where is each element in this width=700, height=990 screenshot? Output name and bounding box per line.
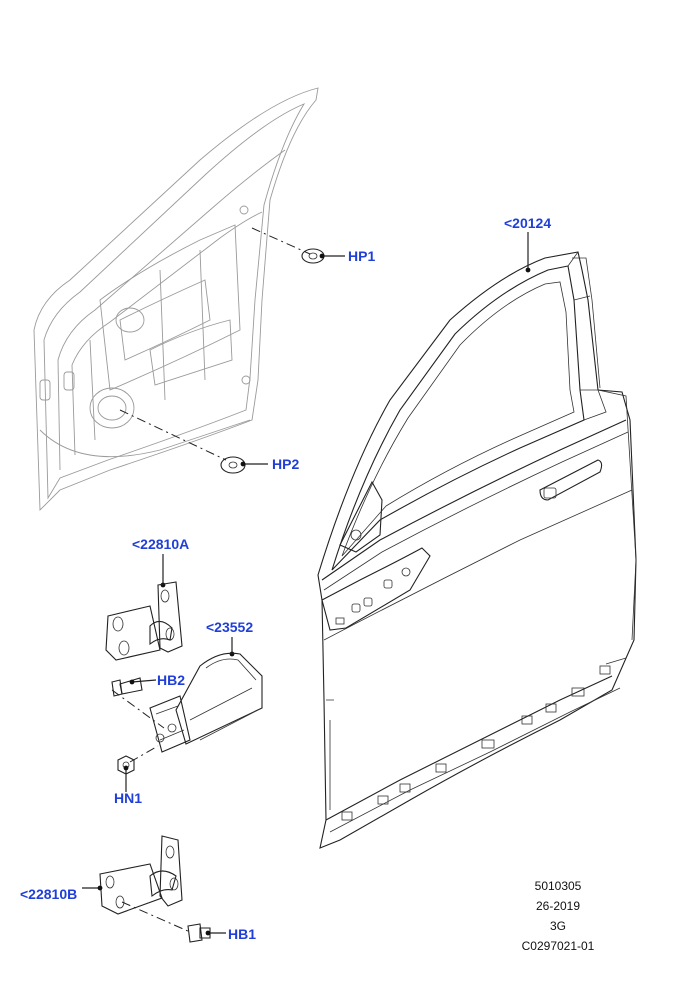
callout-hinge-lower[interactable]: <22810B — [20, 886, 77, 902]
info-line-4: C0297021-01 — [521, 939, 595, 953]
check-strap[interactable] — [149, 637, 263, 753]
callout-hp1[interactable]: HP1 — [348, 248, 375, 264]
callout-hb1[interactable]: HB1 — [228, 926, 256, 942]
hinge-lower[interactable] — [82, 835, 183, 915]
callout-door[interactable]: <20124 — [504, 215, 551, 231]
callout-hb2[interactable]: HB2 — [157, 672, 185, 688]
plug-hp2[interactable] — [119, 409, 268, 474]
leader-door — [525, 232, 531, 273]
callout-hinge-upper[interactable]: <22810A — [132, 536, 189, 552]
door-inner-frame — [33, 87, 319, 512]
door-shell — [317, 251, 637, 849]
callout-hp2[interactable]: HP2 — [272, 456, 299, 472]
bolt-hb2[interactable] — [111, 677, 165, 729]
callout-hn1[interactable]: HN1 — [114, 790, 142, 806]
nut-hn1[interactable] — [117, 745, 159, 792]
callout-check-strap[interactable]: <23552 — [206, 619, 253, 635]
bolt-hb1[interactable] — [121, 901, 226, 943]
info-line-1: 5010305 — [534, 879, 582, 893]
info-line-3: 3G — [549, 919, 566, 933]
info-line-2: 26-2019 — [535, 899, 581, 913]
hinge-upper[interactable] — [105, 554, 183, 661]
drawing-info: 5010305 26-2019 3G C0297021-01 — [478, 876, 638, 956]
plug-hp1[interactable] — [251, 227, 345, 264]
